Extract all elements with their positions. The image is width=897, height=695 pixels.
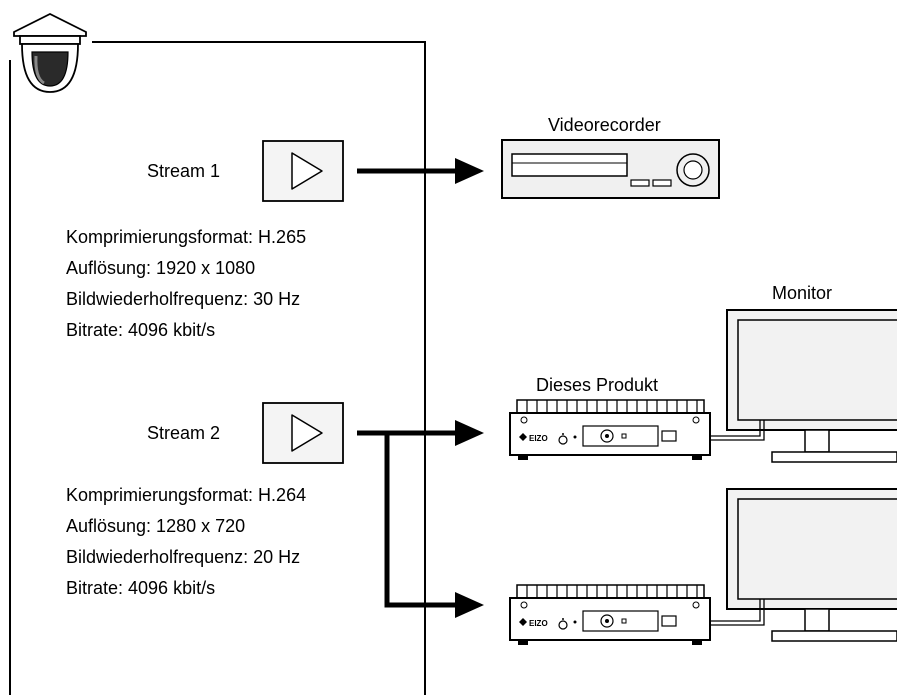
stream-2-play-icon[interactable] bbox=[262, 402, 344, 464]
monitor-icon-2 bbox=[726, 488, 897, 642]
stream-2-spec-resolution: Auflösung: 1280 x 720 bbox=[66, 516, 246, 536]
decoder-box-icon: EIZO bbox=[509, 399, 711, 460]
arrow-stream1-to-recorder bbox=[357, 158, 484, 184]
stream-1-spec-format: Komprimierungsformat: H.265 bbox=[66, 227, 307, 247]
stream-2-spec-framerate: Bildwiederholfrequenz: 20 Hz bbox=[66, 547, 301, 567]
stream-1-spec-bitrate: Bitrate: 4096 kbit/s bbox=[66, 320, 216, 340]
product-label: Dieses Produkt bbox=[536, 375, 659, 395]
stream-1-label: Stream 1 bbox=[147, 161, 221, 181]
ptz-camera-icon bbox=[13, 12, 87, 93]
monitor-icon bbox=[726, 309, 897, 463]
product-logo-text: EIZO bbox=[529, 434, 548, 443]
video-recorder-icon bbox=[501, 139, 720, 199]
hdmi-cable bbox=[710, 420, 765, 626]
stream-2-spec-bitrate: Bitrate: 4096 kbit/s bbox=[66, 578, 216, 598]
stream-2-spec-format: Komprimierungsformat: H.264 bbox=[66, 485, 307, 505]
decoder-box-icon-2: EIZO bbox=[509, 584, 711, 645]
stream-2-label: Stream 2 bbox=[147, 423, 221, 443]
product-logo-text-2: EIZO bbox=[529, 619, 548, 628]
monitor-label: Monitor bbox=[772, 283, 833, 303]
camera-frame bbox=[9, 41, 426, 695]
stream-1-spec-resolution: Auflösung: 1920 x 1080 bbox=[66, 258, 256, 278]
arrow-stream2-to-products bbox=[357, 420, 484, 618]
stream-1-spec-framerate: Bildwiederholfrequenz: 30 Hz bbox=[66, 289, 301, 309]
stream-1-play-icon[interactable] bbox=[262, 140, 344, 202]
recorder-label: Videorecorder bbox=[548, 115, 661, 135]
